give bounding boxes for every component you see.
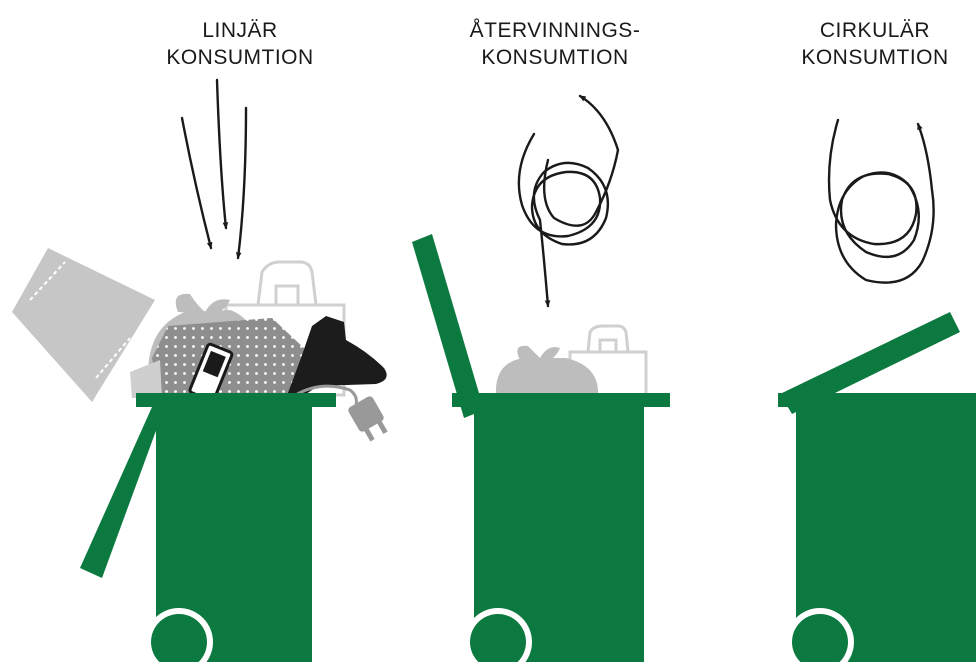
phone-icon: [188, 342, 234, 402]
linear-arrows: [180, 78, 248, 260]
cable: [293, 384, 358, 405]
linear-consumption-group: [12, 78, 388, 662]
heading-circular-consumption: CIRKULÄR KONSUMTION: [775, 17, 975, 71]
arrow-icon: [517, 132, 610, 308]
arrow-icon: [215, 78, 229, 230]
heading-circular-line1: CIRKULÄR: [819, 19, 931, 42]
trash-bin-icon: [778, 312, 976, 662]
heading-linear-line1: LINJÄR: [202, 19, 278, 42]
heading-circular-line2: KONSUMTION: [801, 46, 949, 69]
circular-consumption-group: [778, 118, 976, 662]
bin-rim: [452, 393, 670, 407]
heading-linear-consumption: LINJÄR KONSUMTION: [125, 17, 355, 71]
boot-icon: [286, 316, 387, 398]
heading-recycle-line1: ÅTERVINNINGS-: [469, 19, 641, 42]
bin-lid-half-open: [780, 312, 960, 414]
heading-linear-line2: KONSUMTION: [166, 46, 314, 69]
recycling-arrows: [517, 94, 620, 308]
linear-trash-pile: [12, 248, 388, 442]
arrow-icon: [180, 116, 213, 250]
recycling-trash: [495, 324, 648, 398]
circular-arrows: [827, 118, 935, 284]
bin-lid-open: [412, 234, 484, 418]
heading-recycling-consumption: ÅTERVINNINGS- KONSUMTION: [440, 17, 670, 71]
bin-lid-open: [80, 398, 168, 578]
arrow-icon: [827, 118, 935, 284]
textile-icon: [12, 248, 155, 402]
recycling-consumption-group: [412, 94, 670, 662]
arrow-icon: [235, 106, 248, 260]
garbage-bag-icon: [495, 345, 599, 396]
bin-rim: [136, 393, 336, 407]
trash-bin-icon: [412, 234, 670, 662]
arrow-icon: [542, 94, 620, 227]
heading-recycle-line2: KONSUMTION: [481, 46, 629, 69]
trash-bin-icon: [80, 393, 336, 662]
power-plug-icon: [348, 396, 388, 442]
